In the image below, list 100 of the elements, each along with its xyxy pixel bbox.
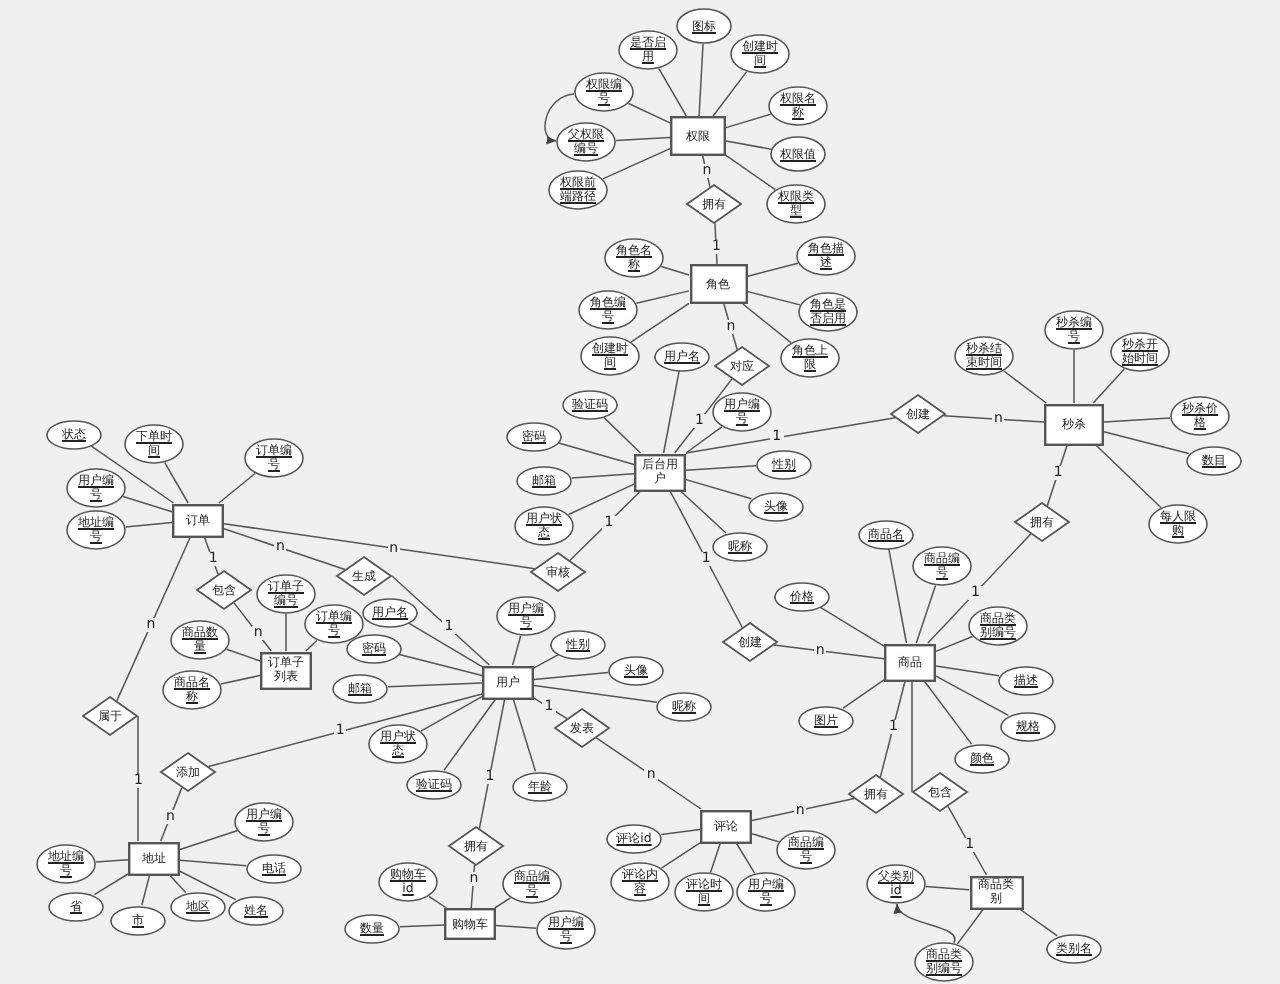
connector-line (662, 370, 680, 454)
connector-line (746, 262, 799, 278)
connector-line (567, 483, 635, 516)
connector-line (911, 680, 913, 793)
connector-line (742, 303, 792, 344)
connector-line (164, 461, 189, 504)
connector-line (635, 290, 690, 305)
connector-line (915, 584, 937, 644)
connector-line (495, 924, 537, 929)
connector-line (773, 644, 885, 660)
connector-line (709, 842, 722, 874)
connector-line (679, 490, 727, 534)
connector-line (408, 622, 483, 668)
connector-line (947, 805, 988, 876)
connector-line (494, 897, 512, 909)
connector-line (122, 495, 173, 513)
connector-line (420, 695, 483, 732)
connector-line (557, 442, 635, 466)
arrow (544, 93, 575, 143)
connector-line (1095, 444, 1162, 509)
connector-line (1103, 417, 1171, 423)
connector-line (159, 786, 183, 842)
connector-line (391, 575, 491, 666)
connector-line (595, 737, 702, 810)
connector-line (927, 533, 1032, 644)
connector-line (685, 478, 753, 500)
connector-line (223, 523, 536, 570)
connector-line (735, 842, 756, 875)
connector-line (141, 874, 151, 906)
connector-line (725, 140, 772, 150)
connector-line (305, 639, 318, 652)
connector-line (723, 303, 738, 351)
connector-line (935, 635, 974, 653)
connector-line (660, 828, 701, 836)
connector-line (660, 842, 701, 869)
connector-line (533, 653, 560, 669)
connector-line (511, 634, 522, 666)
connector-line (179, 870, 237, 901)
connector-line (925, 885, 970, 891)
connector-line (627, 102, 671, 124)
connector-line (615, 136, 671, 142)
connector-line (571, 473, 635, 479)
connector-line (124, 521, 173, 528)
connector-line (956, 908, 985, 945)
connector-line (218, 472, 256, 504)
connector-line (398, 653, 483, 677)
connector-line (569, 490, 642, 562)
connector-line (658, 67, 688, 117)
connector-line (746, 290, 801, 306)
connector-line (512, 698, 537, 772)
connector-line (888, 548, 908, 644)
connector-line (942, 414, 1045, 423)
arrow (895, 903, 956, 944)
connector-line (685, 465, 757, 472)
connector-line (935, 665, 1000, 677)
connector-line (219, 674, 261, 685)
connector-line (1092, 368, 1126, 404)
connector-line (842, 679, 885, 709)
connector-line (602, 147, 671, 180)
connector-line (533, 671, 610, 681)
connector-line (879, 680, 906, 778)
connector-line (685, 417, 897, 454)
connector-line (923, 680, 973, 745)
connector-line (712, 71, 748, 117)
connector-line (751, 833, 780, 843)
connector-line (725, 113, 772, 129)
connector-line (207, 693, 483, 768)
connector-line (225, 648, 261, 662)
connector-line (751, 797, 856, 822)
connector-line (1073, 349, 1075, 404)
connector-line (935, 675, 1010, 717)
connector-line (179, 830, 238, 851)
connector-line (168, 874, 187, 894)
connector-line (223, 528, 346, 571)
connector-line (285, 613, 287, 652)
connector-line (470, 864, 476, 909)
connector-line (1103, 430, 1190, 455)
connector-line (673, 378, 733, 454)
connector-line (1018, 908, 1058, 937)
connector-line (443, 698, 497, 771)
connector-line (630, 302, 690, 343)
connector-line (1003, 370, 1047, 404)
connector-line (478, 698, 506, 830)
connector-line (93, 873, 129, 896)
connector-line (399, 924, 445, 928)
connector-line (95, 859, 129, 863)
connector-line (669, 490, 744, 629)
connector-line (725, 154, 776, 191)
connector-line (116, 536, 192, 702)
connector-line (685, 426, 723, 454)
connector-line (660, 265, 690, 276)
connector-line (90, 445, 175, 504)
connector-line (533, 684, 658, 704)
connector-line (819, 606, 885, 647)
connector-line (233, 602, 273, 652)
connector-line (701, 155, 711, 188)
connector-line (698, 43, 704, 117)
connector-line (137, 715, 139, 842)
connector-line (428, 895, 448, 909)
connector-line (602, 416, 642, 454)
